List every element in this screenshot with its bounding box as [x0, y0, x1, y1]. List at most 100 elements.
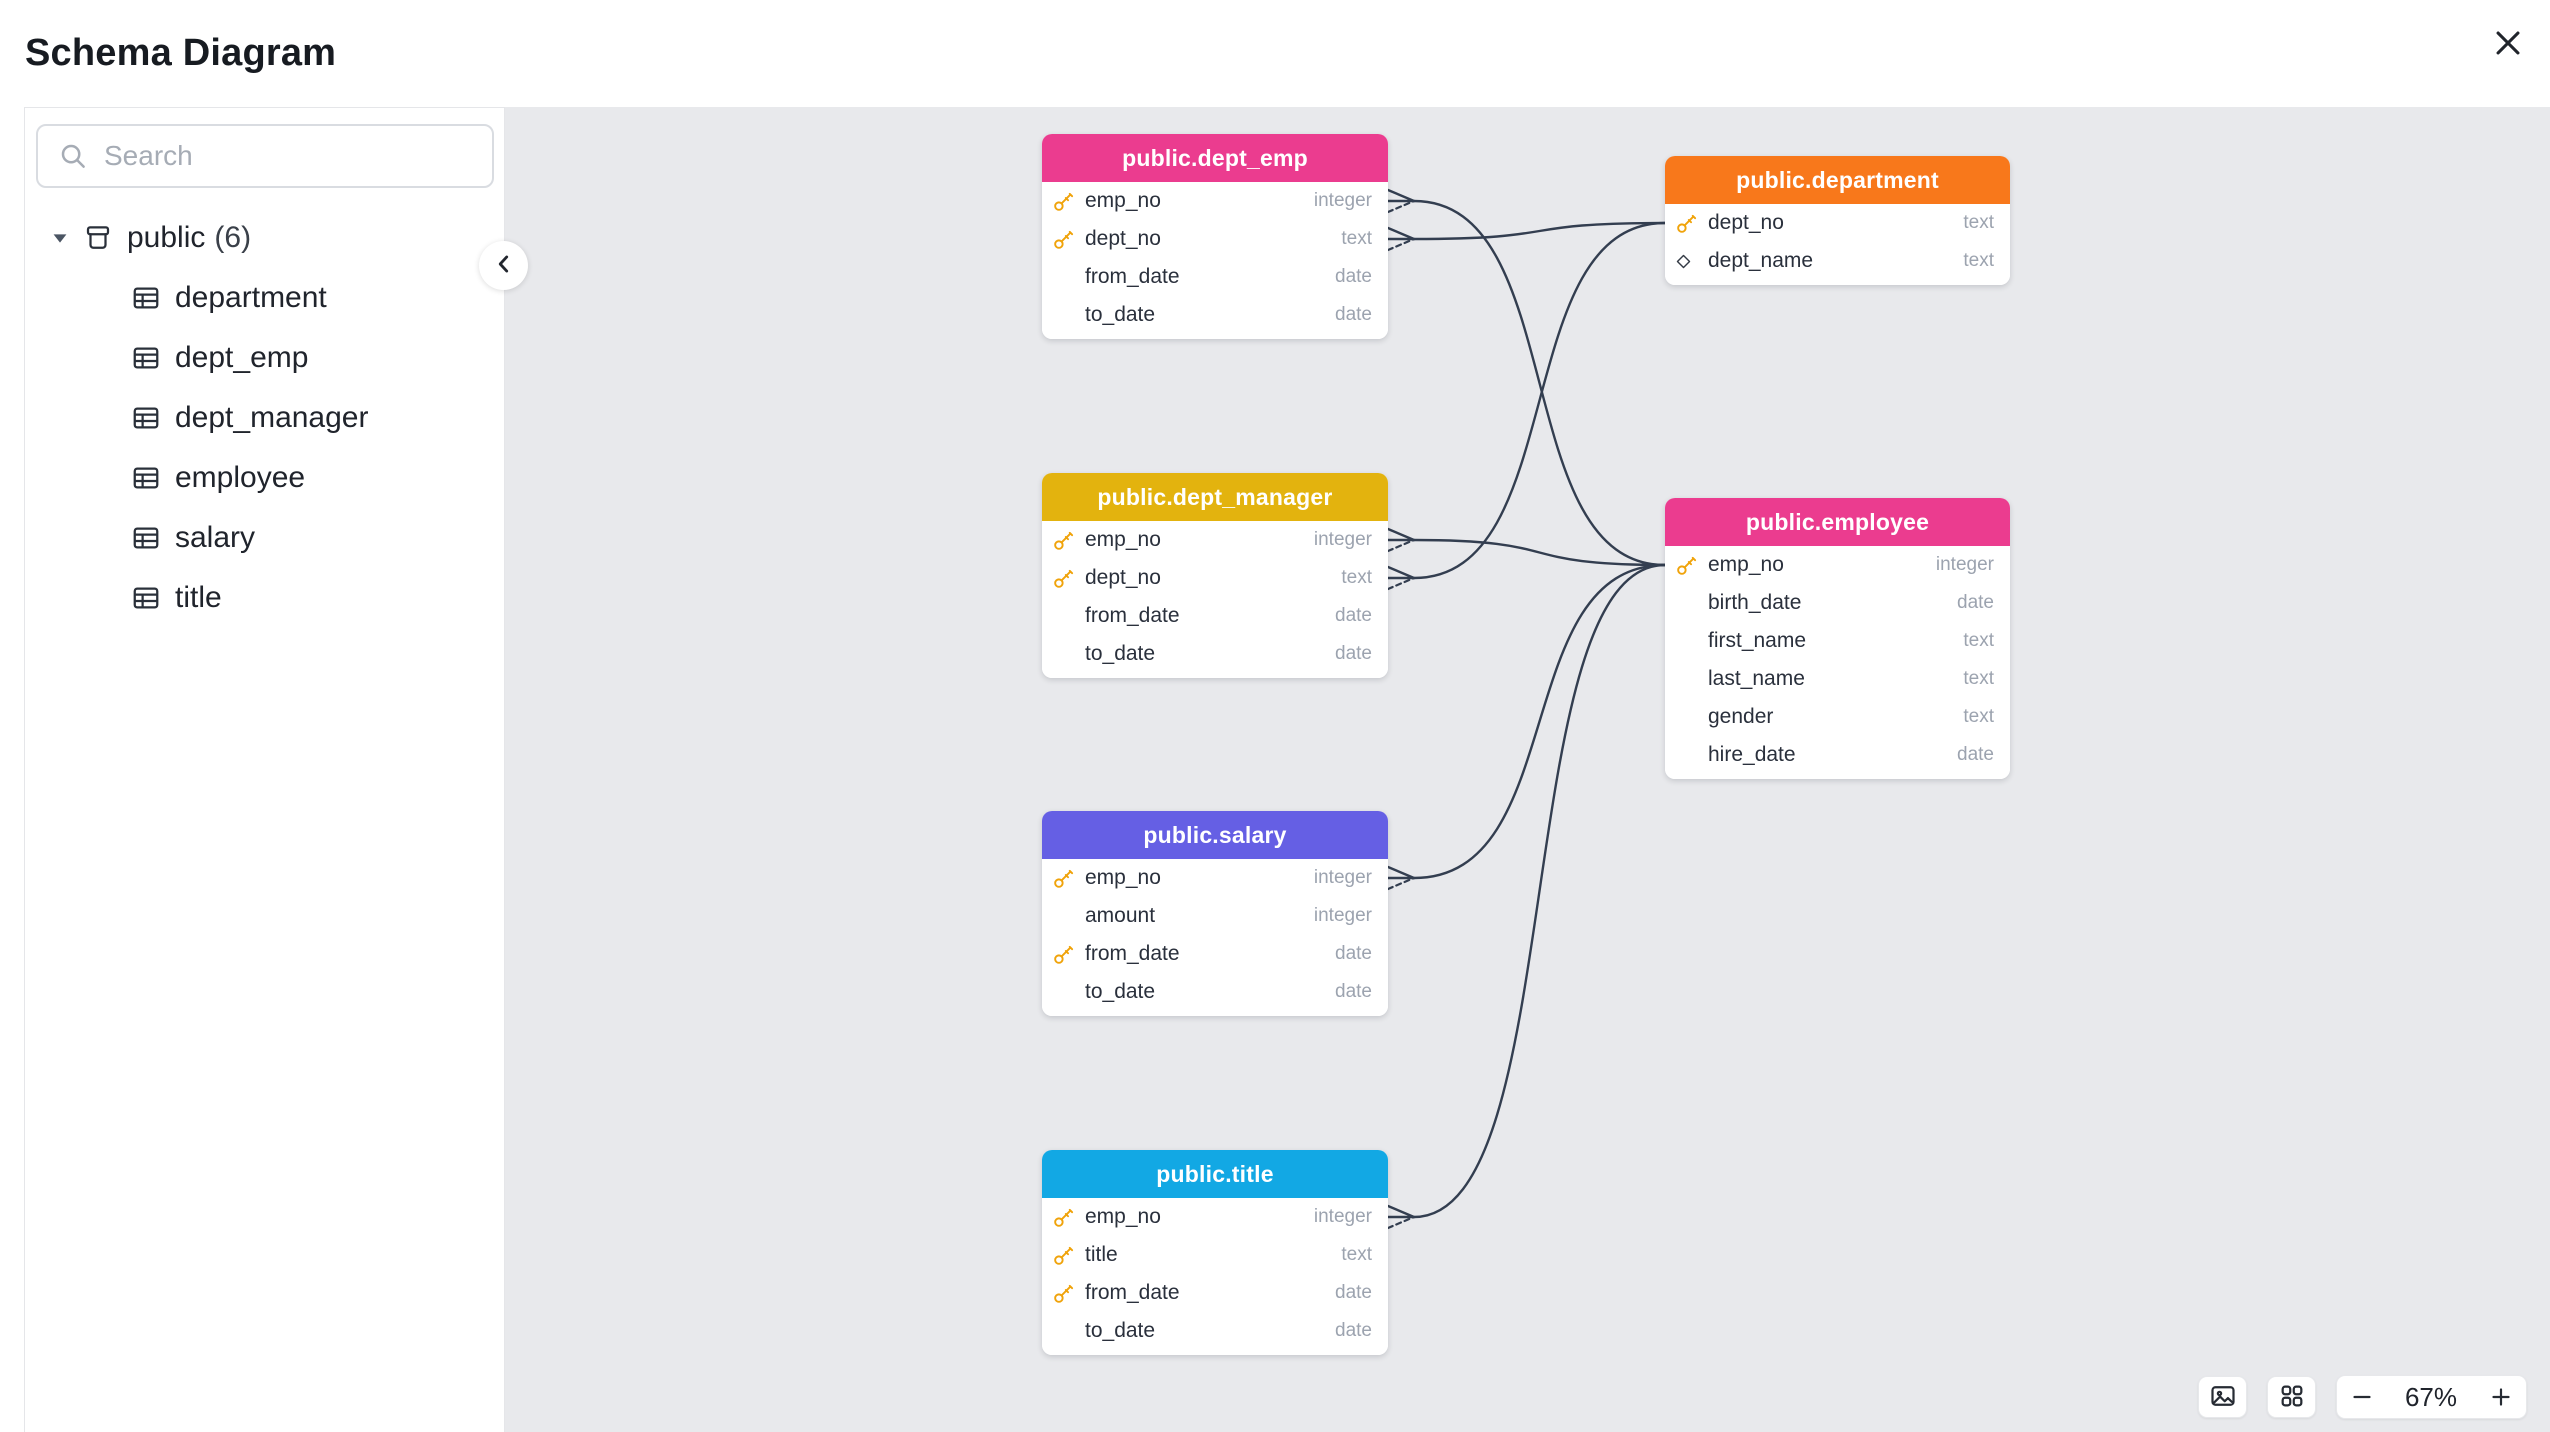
crow-foot-optional [1386, 876, 1416, 891]
column-name: from_date [1085, 942, 1180, 965]
relationship-edge[interactable] [1412, 199, 1667, 567]
column-type: integer [1313, 529, 1372, 550]
table-name-label: title [175, 581, 222, 614]
table-card-body: emp_no integer title text from_date date… [1042, 1198, 1388, 1355]
page-title: Schema Diagram [25, 32, 337, 74]
close-button[interactable] [2482, 18, 2534, 70]
column-name: from_date [1085, 1281, 1180, 1304]
crow-foot-optional [1386, 576, 1416, 591]
plus-icon [2491, 1388, 2510, 1406]
column-row-employee-last_name: last_name text [1665, 660, 2010, 698]
column-type: date [1335, 304, 1372, 325]
column-type: text [1341, 228, 1372, 249]
table-card-dept_emp[interactable]: public.dept_emp emp_no integer dept_no t… [1042, 134, 1388, 339]
tree-item-schema-public[interactable]: public (6) [25, 208, 504, 268]
column-type: text [1963, 250, 1994, 271]
relationship-edges-layer [1386, 188, 1667, 1230]
column-type: integer [1313, 905, 1372, 926]
export-image-button[interactable] [2198, 1376, 2247, 1418]
crow-foot-many [1386, 226, 1416, 241]
table-title: public.dept_manager [1097, 483, 1333, 510]
caret-down-icon[interactable] [49, 227, 71, 249]
table-card-header[interactable]: public.dept_emp [1042, 134, 1388, 182]
table-icon [133, 347, 159, 369]
column-name: from_date [1085, 604, 1180, 627]
relationship-edge[interactable] [1412, 563, 1667, 880]
crow-foot-optional [1386, 237, 1416, 252]
column-type: integer [1313, 867, 1372, 888]
table-name-label: employee [175, 461, 306, 494]
column-row-dept_emp-dept_no: dept_no text [1042, 220, 1388, 258]
primary-key-icon [1054, 945, 1074, 964]
column-row-title-title: title text [1042, 1236, 1388, 1274]
column-row-department-dept_no: dept_no text [1665, 204, 2010, 242]
relationship-edge[interactable] [1412, 221, 1667, 580]
column-row-title-from_date: from_date date [1042, 1274, 1388, 1312]
column-name: title [1085, 1243, 1118, 1266]
column-type: text [1341, 1244, 1372, 1265]
column-type: text [1963, 630, 1994, 651]
primary-key-icon [1054, 1284, 1074, 1303]
sidebar-item-table-title[interactable]: title [25, 568, 504, 628]
table-title: public.dept_emp [1122, 144, 1308, 171]
diagram-canvas[interactable]: public.dept_emp emp_no integer dept_no t… [505, 107, 2550, 1432]
table-title: public.employee [1745, 508, 1930, 535]
relationship-edge[interactable] [1412, 221, 1667, 241]
table-card-dept_manager[interactable]: public.dept_manager emp_no integer dept_… [1042, 473, 1388, 678]
column-type: integer [1313, 190, 1372, 211]
zoom-out-button[interactable] [2337, 1376, 2387, 1418]
primary-key-icon [1677, 214, 1697, 233]
column-row-department-dept_name: dept_name text [1665, 242, 2010, 280]
zoom-in-button[interactable] [2475, 1376, 2526, 1418]
column-name: to_date [1085, 303, 1156, 326]
search-input[interactable] [102, 139, 446, 173]
table-title: public.salary [1143, 821, 1287, 848]
sidebar-item-table-department[interactable]: department [25, 268, 504, 328]
sidebar-item-table-dept_emp[interactable]: dept_emp [25, 328, 504, 388]
canvas-toolbar: 67% [2198, 1375, 2527, 1419]
table-card-title[interactable]: public.title emp_no integer title text f… [1042, 1150, 1388, 1355]
crow-foot-optional [1386, 538, 1416, 553]
image-icon [2209, 1382, 2237, 1413]
table-card-header[interactable]: public.dept_manager [1042, 473, 1388, 521]
auto-layout-button[interactable] [2267, 1376, 2316, 1418]
column-type: text [1963, 212, 1994, 233]
zoom-level[interactable]: 67% [2387, 1376, 2475, 1418]
zoom-control: 67% [2336, 1375, 2527, 1419]
table-card-header[interactable]: public.department [1665, 156, 2010, 204]
column-row-salary-to_date: to_date date [1042, 973, 1388, 1011]
column-type: date [1335, 643, 1372, 664]
table-card-header[interactable]: public.employee [1665, 498, 2010, 546]
column-name: dept_no [1085, 227, 1161, 250]
column-row-salary-amount: amount integer [1042, 897, 1388, 935]
primary-key-icon [1054, 192, 1074, 211]
column-name: to_date [1085, 980, 1156, 1003]
column-row-employee-emp_no: emp_no integer [1665, 546, 2010, 584]
column-name: dept_no [1708, 211, 1784, 234]
table-name-label: department [175, 281, 327, 314]
relationship-edge[interactable] [1412, 563, 1667, 1219]
relationship-edge[interactable] [1412, 538, 1667, 567]
column-name: birth_date [1708, 591, 1802, 614]
column-type: date [1957, 744, 1994, 765]
crow-foot-many [1386, 188, 1416, 203]
column-type: date [1335, 266, 1372, 287]
column-name: emp_no [1085, 528, 1161, 551]
minus-icon [2353, 1395, 2371, 1399]
layout-grid-icon [2278, 1382, 2306, 1413]
table-card-header[interactable]: public.title [1042, 1150, 1388, 1198]
column-row-dept_emp-emp_no: emp_no integer [1042, 182, 1388, 220]
sidebar-collapse-button[interactable] [479, 241, 528, 290]
table-card-employee[interactable]: public.employee emp_no integer birth_dat… [1665, 498, 2010, 779]
column-name: to_date [1085, 642, 1156, 665]
primary-key-icon [1054, 531, 1074, 550]
table-card-salary[interactable]: public.salary emp_no integer amount inte… [1042, 811, 1388, 1016]
column-name: emp_no [1708, 553, 1784, 576]
topbar: Schema Diagram [0, 0, 2550, 107]
sidebar-item-table-salary[interactable]: salary [25, 508, 504, 568]
table-card-header[interactable]: public.salary [1042, 811, 1388, 859]
sidebar-item-table-dept_manager[interactable]: dept_manager [25, 388, 504, 448]
table-card-department[interactable]: public.department dept_no text dept_name… [1665, 156, 2010, 285]
sidebar-item-table-employee[interactable]: employee [25, 448, 504, 508]
